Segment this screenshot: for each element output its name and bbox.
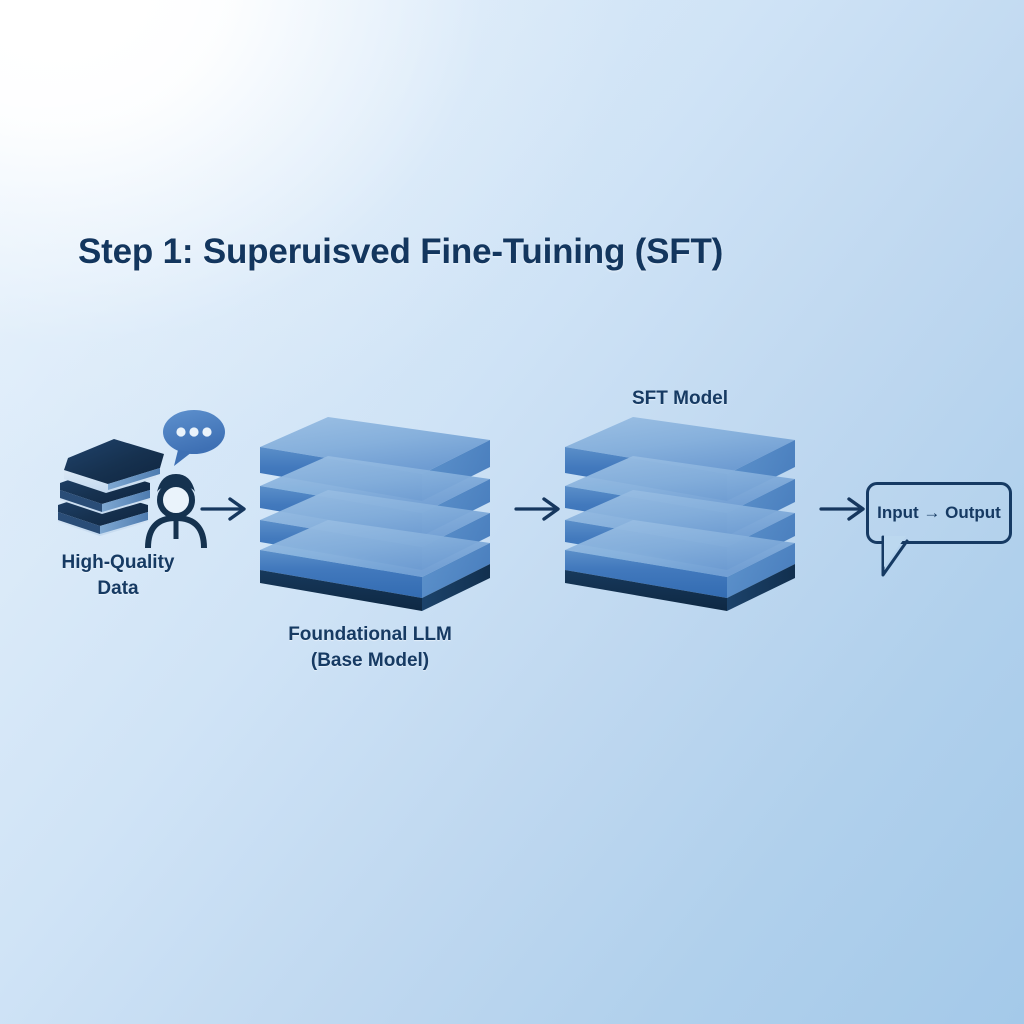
sft-model-label-text: SFT Model: [631, 388, 729, 409]
foundational-llm-stack: [250, 412, 502, 617]
person-icon: [145, 474, 207, 549]
book-top-icon: [64, 439, 164, 493]
layered-model-stack-icon: [260, 417, 490, 611]
arrow-sft-to-output: [819, 497, 865, 521]
foundational-llm-label-line2: (Base Model): [310, 650, 430, 671]
high-quality-data-icon: [58, 410, 225, 549]
model-layer-1: [565, 520, 795, 598]
output-text: Input → Output: [877, 503, 1001, 522]
foundational-llm-label-line1: Foundational LLM: [288, 624, 452, 645]
speech-bubble-tail-icon: [881, 535, 909, 577]
sft-model-stack: [555, 412, 807, 617]
model-base-block: [565, 564, 795, 611]
page-title: Step 1: Superuisved Fine-Tuining (SFT): [78, 232, 724, 271]
foundational-llm-label: Foundational LLM (Base Model): [265, 622, 475, 674]
speech-bubble-dots-icon: [163, 410, 225, 466]
output-speech-bubble: Input → Output: [866, 482, 1012, 577]
data-source-node: [44, 408, 234, 549]
data-source-label: High-Quality Data: [22, 550, 214, 602]
arrow-data-to-base: [200, 497, 246, 521]
data-source-label-line2: Data: [97, 578, 139, 599]
sft-model-label: SFT Model: [545, 386, 815, 412]
layered-model-stack-icon: [565, 417, 795, 611]
model-layer-1: [260, 520, 490, 598]
model-base-block: [260, 564, 490, 611]
arrow-base-to-sft: [514, 497, 560, 521]
data-source-label-line1: High-Quality: [61, 552, 175, 573]
